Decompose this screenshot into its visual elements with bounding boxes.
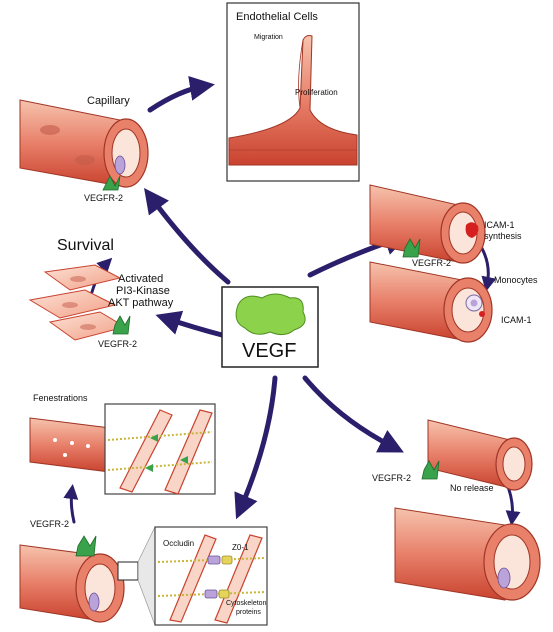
permeability-section — [19, 403, 268, 626]
sprouting-vessel — [228, 35, 358, 166]
icam-dot — [479, 311, 485, 317]
permeability-vegfr2-label: VEGFR-2 — [30, 519, 70, 529]
arrow-to-capillary — [144, 187, 231, 285]
signal-arrows — [63, 76, 521, 526]
proliferation-label: Proliferation — [295, 88, 338, 97]
survival-cells — [28, 264, 131, 341]
vegf-box — [221, 286, 319, 368]
arrow-to-survival — [155, 310, 225, 338]
endothelial-panel-title: Endothelial Cells — [236, 11, 318, 23]
survival-title: Survival — [57, 237, 114, 254]
zo1-label: Z0-1 — [232, 543, 249, 552]
fenestrations-label: Fenestrations — [33, 393, 88, 403]
capillary-label: Capillary — [87, 95, 130, 107]
vegfr2-receptor-capillary — [102, 175, 121, 191]
vegf-molecule — [235, 293, 306, 336]
capillary-vegfr2-label: VEGFR-2 — [84, 193, 124, 203]
arrow-to-release — [302, 375, 404, 453]
occludin-label: Occludin — [163, 539, 195, 548]
arrow-to-fenestrations — [63, 484, 79, 524]
survival-pathway-line3: AKT pathway — [108, 297, 174, 309]
cytoskeleton-line2: proteins — [236, 609, 261, 616]
inflammation-vegfr2-label: VEGFR-2 — [412, 258, 452, 268]
arrow-capillary-to-panel — [147, 76, 215, 113]
cytoskeleton-line1: Cytoskeleton — [226, 600, 267, 607]
arrow-to-permeability — [234, 375, 278, 520]
capillary-vessel — [19, 99, 149, 191]
occludin-protein — [207, 555, 221, 565]
migration-label: Migration — [254, 34, 283, 41]
endothelial-cells-panel — [226, 2, 360, 182]
release-vessels — [394, 419, 541, 601]
vegfr2-receptor-permeability — [75, 535, 97, 557]
no-release-label: No release — [450, 483, 494, 493]
vegfr2-receptor-survival — [112, 315, 131, 335]
icam-synthesis-line2: synthesis — [484, 231, 522, 241]
icam-synthesis-blob — [465, 222, 479, 238]
release-vegfr2-label: VEGFR-2 — [372, 473, 412, 483]
survival-pathway-line2: PI3-Kinase — [116, 285, 170, 297]
icam-label: ICAM-1 — [501, 315, 532, 325]
zo1-protein — [221, 555, 233, 565]
vegfr2-receptor-release — [421, 460, 440, 480]
vegf-label: VEGF — [242, 340, 297, 362]
icam-synthesis-line1: ICAM-1 — [484, 220, 515, 230]
vegfr2-receptor-inflammation — [402, 238, 421, 258]
inflammation-vessels — [369, 184, 493, 343]
survival-vegfr2-label: VEGFR-2 — [98, 339, 138, 349]
fenestrated-vessel — [29, 417, 111, 473]
survival-pathway-line1: Activated — [118, 273, 164, 285]
monocytes-label: Monocytes — [494, 275, 538, 285]
